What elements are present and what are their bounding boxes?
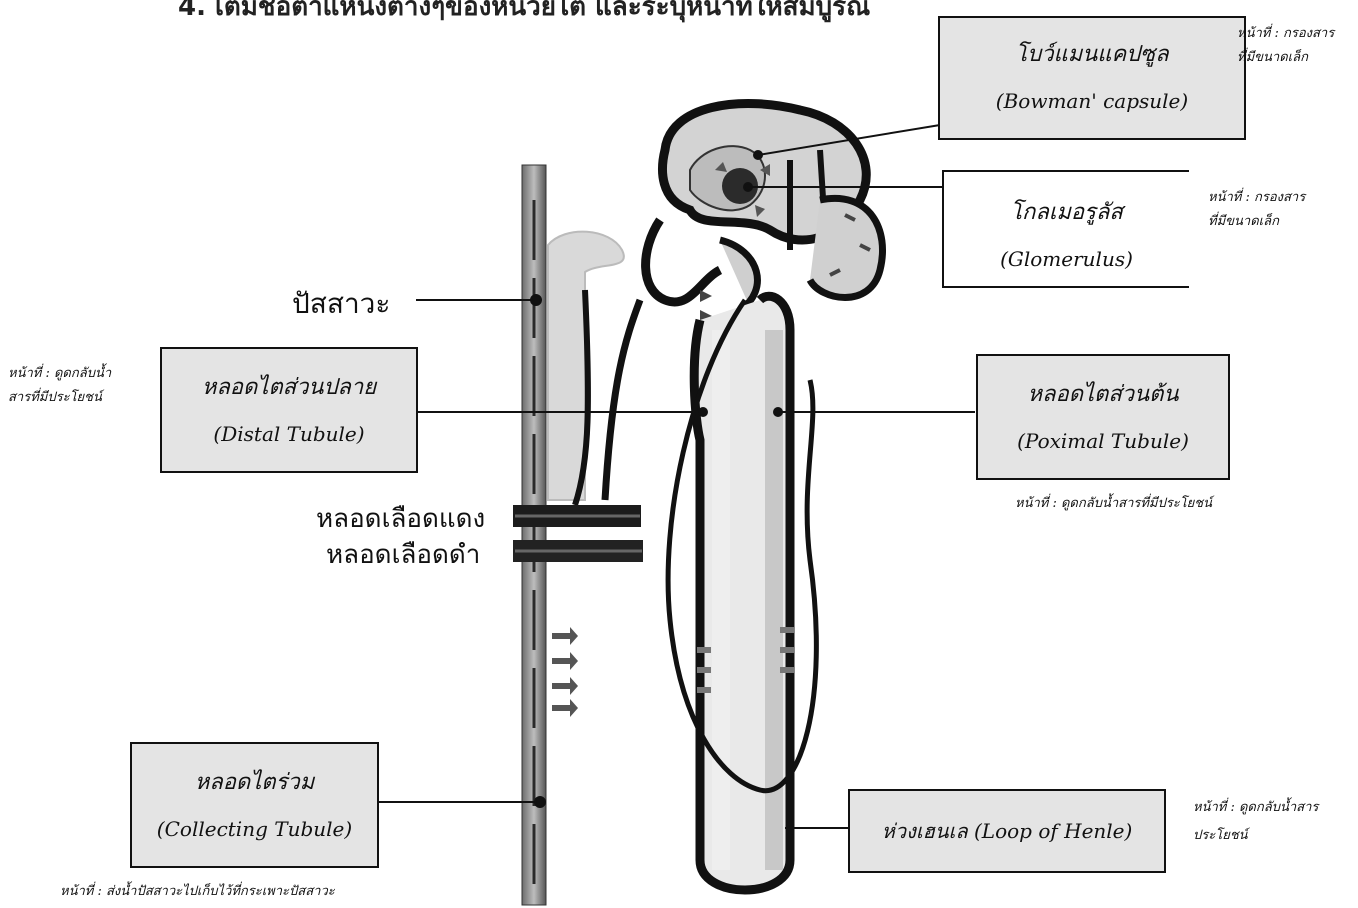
proximal-english: (Poximal Tubule) xyxy=(978,429,1228,453)
proximal-thai: หลอดไตส่วนต้น xyxy=(978,376,1228,411)
collecting-tubule-label: หลอดไตร่วม (Collecting Tubule) xyxy=(130,742,379,868)
distal-function-note: หน้าที่ : ดูดกลับน้ำ สารที่มีประโยชน์ xyxy=(8,362,111,410)
loop-of-henle-label: ห่วงเฮนเล (Loop of Henle) xyxy=(848,789,1166,873)
glomerulus-label: โกลเมอรูลัส (Glomerulus) xyxy=(942,170,1189,288)
glomerulus-note-line2: ที่มีขนาดเล็ก xyxy=(1208,210,1305,234)
bowman-function-note: หน้าที่ : กรองสาร ที่มีขนาดเล็ก xyxy=(1237,22,1334,70)
bowman-capsule-label: โบว์แมนแคปซูล (Bowman' capsule) xyxy=(938,16,1246,140)
bowman-note-line1: หน้าที่ : กรองสาร xyxy=(1237,22,1334,46)
collecting-duct xyxy=(522,165,546,905)
artery-label: หลอดเลือดแดง xyxy=(316,498,485,539)
water-arrows xyxy=(552,627,578,717)
collecting-english: (Collecting Tubule) xyxy=(132,817,377,841)
glomerulus-function-note: หน้าที่ : กรองสาร ที่มีขนาดเล็ก xyxy=(1208,186,1305,234)
distal-note-line2: สารที่มีประโยชน์ xyxy=(8,386,111,410)
proximal-function-note: หน้าที่ : ดูดกลับน้ำสารที่มีประโยชน์ xyxy=(1015,492,1212,516)
loop-note-line1: หน้าที่ : ดูดกลับน้ำสาร xyxy=(1193,796,1318,820)
leader-lines xyxy=(376,125,975,828)
bowman-english: (Bowman' capsule) xyxy=(940,89,1244,113)
loop-function-note: หน้าที่ : ดูดกลับน้ำสาร ประโยชน์ xyxy=(1193,796,1318,848)
distal-english: (Distal Tubule) xyxy=(162,422,416,446)
glomerulus-english: (Glomerulus) xyxy=(944,247,1189,271)
bowman-note-line2: ที่มีขนาดเล็ก xyxy=(1237,46,1334,70)
distal-tubule-shape xyxy=(548,232,640,505)
vein-label: หลอดเลือดดำ xyxy=(326,534,480,575)
loop-text: ห่วงเฮนเล (Loop of Henle) xyxy=(850,815,1164,847)
distal-note-line1: หน้าที่ : ดูดกลับน้ำ xyxy=(8,362,111,386)
collecting-thai: หลอดไตร่วม xyxy=(132,764,377,799)
loop-note-line2: ประโยชน์ xyxy=(1193,824,1318,848)
loop-of-henle-shape xyxy=(668,296,816,890)
urine-label: ปัสสาวะ xyxy=(292,282,390,326)
bowman-thai: โบว์แมนแคปซูล xyxy=(940,36,1244,71)
distal-thai: หลอดไตส่วนปลาย xyxy=(162,369,416,404)
glomerulus-note-line1: หน้าที่ : กรองสาร xyxy=(1208,186,1305,210)
glomerulus-thai: โกลเมอรูลัส xyxy=(944,194,1189,229)
distal-tubule-label: หลอดไตส่วนปลาย (Distal Tubule) xyxy=(160,347,418,473)
collecting-function-note: หน้าที่ : ส่งน้ำปัสสาวะไปเก็บไว้ที่กระเพ… xyxy=(60,880,335,904)
proximal-tubule-label: หลอดไตส่วนต้น (Poximal Tubule) xyxy=(976,354,1230,480)
